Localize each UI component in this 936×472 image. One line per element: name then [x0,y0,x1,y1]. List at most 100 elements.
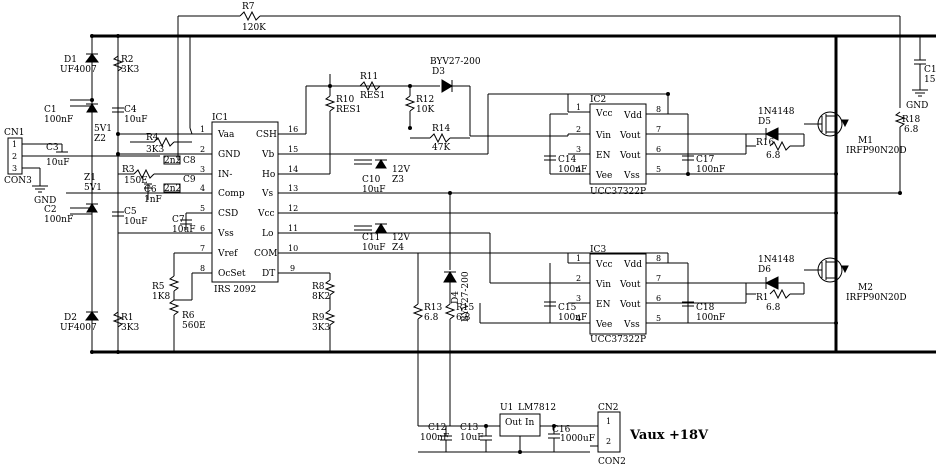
r8-value: 8K2 [312,292,330,302]
r16-ref: R16 [756,138,775,148]
m1-ref: M1 [858,136,873,146]
c12-ref: C12 [428,423,446,433]
ic1-pin-16-name: CSH [256,130,277,140]
ic1-pin-5-name: CSD [218,209,238,219]
ic1-pin-14-num: 14 [288,165,298,174]
ic3-pin-5-num: 5 [656,314,661,323]
r2-ref: R2 [121,55,134,65]
ic1-pin-12-name: Vcc [257,209,275,219]
ic1-pin-4-num: 4 [200,184,205,193]
ic1-pin-3-num: 3 [200,165,205,174]
ic3-pin-2-num: 2 [576,274,581,283]
m1-value: IRFP90N20D [846,146,907,156]
capacitor-c8 [163,155,181,165]
cn2-value: CON2 [598,457,626,467]
c10-value: 10uF [362,185,386,195]
z3-ref: Z3 [392,175,404,185]
ic1-pin-14-name: Ho [262,170,275,180]
ic2-pin-4-num: 4 [576,165,581,174]
r1-value: 3K3 [121,323,139,333]
resistor-r3 [133,168,155,180]
cn2-pin-1: 1 [606,417,611,426]
r13-value: 6.8 [424,313,439,323]
c18-value: 100nF [696,313,725,323]
ic2-section: IC2 UCC37322P 1 2 3 4 Vcc Vin EN Vee 8 7… [470,93,907,197]
ic1-body [211,121,279,283]
resistor-r2 [112,55,124,72]
diode-d2 [85,311,99,321]
u1-value: LM7812 [518,403,556,413]
ic1-part: IRS 2092 [214,285,256,295]
ic1-pin-10-num: 10 [288,244,298,253]
r3-ref: R3 [122,165,135,175]
z4-ref: Z4 [392,243,404,253]
ic1-right-pins: 16 15 14 13 12 11 10 9 CSH Vb Ho Vs Vcc … [254,125,300,279]
c1-value: 100nF [44,115,73,125]
z2-ref: Z2 [94,134,106,144]
zener-z3 [375,159,387,169]
ic3-pin-7-name: Vout [619,280,641,290]
ic3-ref: IC3 [590,245,606,255]
ic1-pin-7-name: Vref [217,249,238,259]
ic1-pin-1-name: Vaa [217,130,235,140]
ic2-pin-5-name: Vss [623,171,640,181]
ic2-pin-4-name: Vee [595,171,612,181]
ic3-pin-2-name: Vin [595,280,611,290]
d2-ref: D2 [64,313,77,323]
r18-value: 6.8 [904,125,919,135]
gnd-label: GND [34,196,56,206]
resistor-r13 [412,303,424,320]
c12-value: 100nF [420,433,449,443]
r9-value: 3K3 [312,323,330,333]
resistor-r8 [324,279,336,296]
m2-ref: M2 [858,283,873,293]
ic1-pin-9-num: 9 [290,264,295,273]
resistor-r10 [324,95,336,112]
c15-ref: C15 [558,303,577,313]
ic2-pin-5-num: 5 [656,165,661,174]
ic2-pin-1-num: 1 [576,103,581,112]
resistor-r14 [429,132,451,144]
ic2-pin-2-num: 2 [576,125,581,134]
c5-ref: C5 [124,207,137,217]
d1-ref: D1 [64,55,77,65]
r5-value: 1K8 [152,292,170,302]
c7-ref: C7 [172,215,185,225]
resistor-r5 [168,275,180,292]
r12-ref: R12 [416,95,434,105]
c11-ref: C11 [362,233,380,243]
c9-value: 2n2 [164,184,181,194]
diode-d1 [85,53,99,63]
aux-supply: C12 100nF C13 10uF U1 LM7812 Out In C16 … [418,403,709,467]
ic1-section: IC1 IRS 2092 1 2 3 4 5 6 7 8 Vaa GND IN-… [70,2,900,352]
z3-value: 12V [392,165,410,175]
r4-ref: R4 [146,133,159,143]
d2-value: UF4007 [60,323,97,333]
cn2-ref: CN2 [598,403,619,413]
ic1-pin-15-name: Vb [261,150,274,160]
z4-value: 12V [392,233,410,243]
c16-ref: C16 [552,425,571,435]
ic1-pin-13-name: Vs [261,189,273,199]
ic3-pin-4-num: 4 [576,314,581,323]
c19-value: 150 [924,75,936,85]
ic2-body [589,103,647,185]
ic3-section: IC3 UCC37322P 1 2 3 4 Vcc Vin EN Vee 8 7… [479,213,907,345]
u1-pin-out: Out [505,418,522,428]
d5-value: 1N4148 [758,107,795,117]
c2-ref: C2 [44,205,57,215]
connector-cn2 [597,411,621,453]
ic3-pin-1-num: 1 [576,254,581,263]
ic1-pin-2-name: GND [218,150,240,160]
cn1-value: CON3 [4,176,32,186]
c5-value: 10uF [124,217,148,227]
r15-ref: R15 [456,303,475,313]
c16-value: 1000uF [560,434,595,444]
ic2-ref: IC2 [590,95,606,105]
c11-value: 10uF [362,243,386,253]
ic3-pin-8-num: 8 [656,254,661,263]
ic3-body [589,253,647,335]
diode-d6 [764,276,779,290]
ic2-pin-6-name: Vout [619,151,641,161]
u1-ref: U1 [500,403,513,413]
